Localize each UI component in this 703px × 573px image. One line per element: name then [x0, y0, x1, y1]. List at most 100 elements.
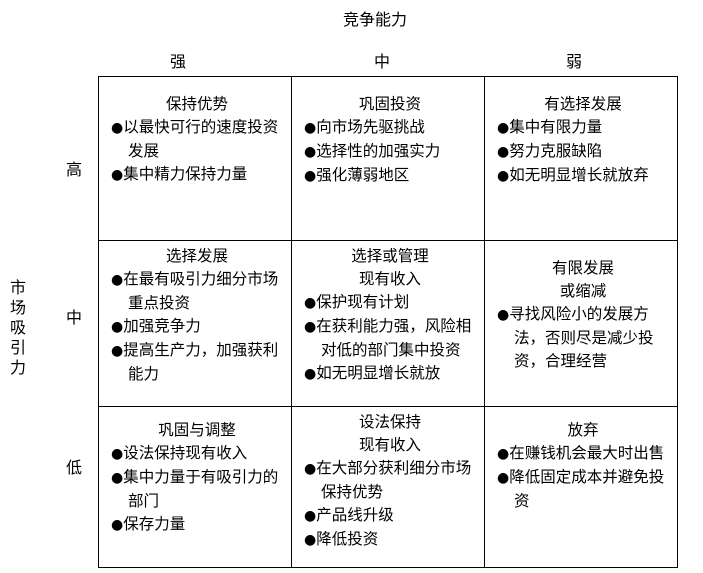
strategy-item: ●保存力量	[111, 513, 283, 537]
bullet-icon: ●	[111, 343, 124, 359]
cell-title: 放弃	[567, 421, 599, 439]
bullet-icon: ●	[304, 120, 317, 136]
strategy-item-text: 努力克服缺陷	[509, 142, 603, 160]
strategy-item-text: 提高生产力，加强获利能力	[123, 341, 279, 383]
strategy-item-text: 集中有限力量	[509, 118, 603, 136]
bullet-icon: ●	[111, 272, 124, 288]
strategy-item: ●产品线升级	[304, 504, 476, 528]
column-label-weak: 弱	[565, 52, 582, 71]
cell-low-weak: 放弃●在赚钱机会最大时出售●降低固定成本并避免投资	[485, 415, 677, 565]
strategy-item: ●降低固定成本并避免投资	[497, 466, 669, 513]
cell-title: 选择发展	[165, 247, 228, 265]
strategy-item: ●提高生产力，加强获利能力	[111, 339, 283, 386]
row-label-high: 高	[65, 160, 82, 179]
strategy-item: ●集中力量于有吸引力的部门	[111, 466, 283, 513]
strategy-item: ●降低投资	[304, 528, 476, 552]
cell-high-strong: 保持优势●以最快可行的速度投资发展●集中精力保持力量	[99, 89, 291, 240]
strategy-item: ●设法保持现有收入	[111, 442, 283, 466]
cell-title: 或缩减	[559, 282, 607, 300]
bullet-icon: ●	[497, 470, 510, 486]
strategy-item: ●在获利能力强，风险相对低的部门集中投资	[304, 315, 476, 362]
bullet-icon: ●	[304, 461, 317, 477]
cell-title: 有限发展	[551, 259, 614, 277]
grid-divider-vertical-1	[291, 77, 292, 567]
bullet-icon: ●	[304, 366, 317, 382]
column-label-strong: 强	[169, 52, 186, 71]
strategy-item: ●保护现有计划	[304, 291, 476, 315]
cell-medium-weak: 有限发展或缩减 ●寻找风险小的发展方法，否则尽是减少投资，合理经营	[485, 253, 677, 403]
cell-title: 选择或管理	[351, 247, 429, 265]
bullet-icon: ●	[497, 168, 510, 184]
strategy-item: ●集中精力保持力量	[111, 163, 283, 187]
strategy-item-text: 在最有吸引力细分市场重点投资	[123, 270, 279, 312]
cell-title: 有选择发展	[544, 95, 622, 113]
bullet-icon: ●	[111, 446, 124, 462]
strategy-item-text: 降低投资	[316, 530, 379, 548]
strategy-item-text: 产品线升级	[316, 506, 394, 524]
strategy-item: ●努力克服缺陷	[497, 140, 669, 164]
row-label-low: 低	[65, 458, 82, 477]
bullet-icon: ●	[111, 120, 124, 136]
bullet-icon: ●	[304, 508, 317, 524]
strategy-item: ●如无明显增长就放	[304, 362, 476, 386]
cell-low-strong: 巩固与调整●设法保持现有收入●集中力量于有吸引力的部门●保存力量	[99, 415, 291, 565]
strategy-item-text: 保护现有计划	[316, 293, 410, 311]
strategy-item: ●在最有吸引力细分市场重点投资	[111, 268, 283, 315]
strategy-item: ●强化薄弱地区	[304, 164, 476, 188]
strategy-item-text: 选择性的加强实力	[316, 142, 441, 160]
bullet-icon: ●	[304, 319, 317, 335]
cell-title: 设法保持	[358, 413, 421, 431]
competitive-ability-axis-title: 竞争能力	[342, 10, 407, 29]
cell-title: 巩固投资	[358, 95, 421, 113]
strategy-item: ●选择性的加强实力	[304, 140, 476, 164]
cell-title: 巩固与调整	[158, 421, 236, 439]
cell-title: 保持优势	[165, 95, 228, 113]
bullet-icon: ●	[497, 307, 510, 323]
bullet-icon: ●	[304, 295, 317, 311]
strategy-item-text: 以最快可行的速度投资发展	[123, 118, 279, 160]
strategy-item: ●寻找风险小的发展方法，否则尽是减少投资，合理经营	[497, 303, 669, 373]
cell-title: 现有收入	[358, 436, 421, 454]
strategy-item-text: 降低固定成本并避免投资	[509, 468, 665, 510]
bullet-icon: ●	[111, 167, 124, 183]
strategy-item: ●在大部分获利细分市场保持优势	[304, 457, 476, 504]
bullet-icon: ●	[304, 168, 317, 184]
grid-divider-horizontal-2	[99, 406, 677, 407]
strategy-item-text: 集中精力保持力量	[123, 165, 248, 183]
bullet-icon: ●	[497, 120, 510, 136]
strategy-item-text: 在大部分获利细分市场保持优势	[316, 459, 472, 501]
cell-medium-medium: 选择或管理现有收入●保护现有计划●在获利能力强，风险相对低的部门集中投资●如无明…	[292, 241, 484, 401]
strategy-item-text: 集中力量于有吸引力的部门	[123, 468, 279, 510]
strategy-item: ●以最快可行的速度投资发展	[111, 116, 283, 163]
strategy-item-text: 寻找风险小的发展方法，否则尽是减少投资，合理经营	[509, 305, 654, 370]
cell-high-weak: 有选择发展●集中有限力量●努力克服缺陷●如无明显增长就放弃	[485, 89, 677, 240]
strategy-item-text: 保存力量	[123, 515, 186, 533]
bullet-icon: ●	[111, 470, 124, 486]
column-label-medium: 中	[373, 52, 390, 71]
bullet-icon: ●	[497, 144, 510, 160]
strategy-item: ●如无明显增长就放弃	[497, 164, 669, 188]
strategy-item-text: 向市场先驱挑战	[316, 118, 425, 136]
strategy-item-text: 如无明显增长就放弃	[509, 166, 649, 184]
bullet-icon: ●	[111, 319, 124, 335]
strategy-item: ●加强竞争力	[111, 315, 283, 339]
strategy-item-text: 在获利能力强，风险相对低的部门集中投资	[316, 317, 472, 359]
row-label-medium: 中	[65, 308, 82, 327]
grid-divider-vertical-2	[484, 77, 485, 567]
strategy-item-text: 如无明显增长就放	[316, 364, 441, 382]
grid-divider-horizontal-1	[99, 240, 677, 241]
market-attractiveness-axis-title: 市场吸引力	[9, 278, 26, 377]
bullet-icon: ●	[497, 446, 510, 462]
strategy-item-text: 加强竞争力	[123, 317, 201, 335]
cell-high-medium: 巩固投资●向市场先驱挑战●选择性的加强实力●强化薄弱地区	[292, 89, 484, 240]
strategy-item-text: 设法保持现有收入	[123, 444, 248, 462]
bullet-icon: ●	[304, 144, 317, 160]
cell-medium-strong: 选择发展●在最有吸引力细分市场重点投资●加强竞争力●提高生产力，加强获利能力	[99, 241, 291, 404]
strategy-item: ●向市场先驱挑战	[304, 116, 476, 140]
strategy-item: ●在赚钱机会最大时出售	[497, 442, 669, 466]
cell-low-medium: 设法保持现有收入●在大部分获利细分市场保持优势●产品线升级●降低投资	[292, 407, 484, 565]
cell-title: 现有收入	[358, 270, 421, 288]
strategy-item-text: 强化薄弱地区	[316, 166, 410, 184]
strategy-item: ●集中有限力量	[497, 116, 669, 140]
bullet-icon: ●	[111, 517, 124, 533]
